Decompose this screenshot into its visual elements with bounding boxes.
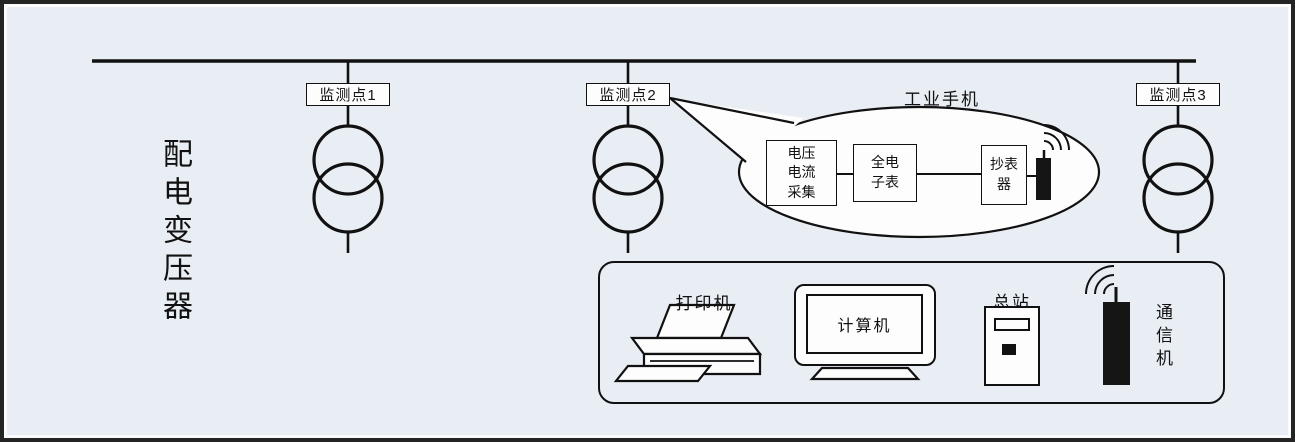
voltage-current-box: 电压 电流 采集 bbox=[766, 140, 837, 206]
station-panel bbox=[598, 261, 1225, 404]
monitor-point-label-2: 监测点2 bbox=[586, 83, 670, 106]
electronic-meter-box: 全电 子表 bbox=[853, 144, 917, 202]
printer-icon bbox=[613, 303, 763, 383]
printer-label: 打印机 bbox=[675, 294, 733, 313]
meter-reader-box: 抄表 器 bbox=[981, 145, 1027, 205]
left-label: 配电变压器 bbox=[158, 138, 191, 328]
comm-antenna-icon bbox=[1103, 302, 1130, 385]
handheld-reader-icon bbox=[1036, 158, 1051, 200]
computer-screen: 计算机 bbox=[806, 294, 923, 354]
monitor-stand-icon bbox=[809, 366, 921, 381]
master-station-slot bbox=[994, 318, 1030, 331]
bubble-title: 工业手机 bbox=[904, 90, 980, 109]
transformer-icon-1 bbox=[312, 61, 384, 253]
transformer-icon-3 bbox=[1142, 61, 1214, 253]
bubble-tail bbox=[672, 99, 804, 166]
master-station-indicator bbox=[1002, 344, 1016, 355]
monitor-point-label-1: 监测点1 bbox=[306, 83, 390, 106]
comm-label: 通信机 bbox=[1153, 303, 1172, 372]
computer-monitor-icon: 计算机 bbox=[794, 284, 936, 366]
master-station-icon bbox=[984, 306, 1040, 386]
monitor-point-label-3: 监测点3 bbox=[1136, 83, 1220, 106]
